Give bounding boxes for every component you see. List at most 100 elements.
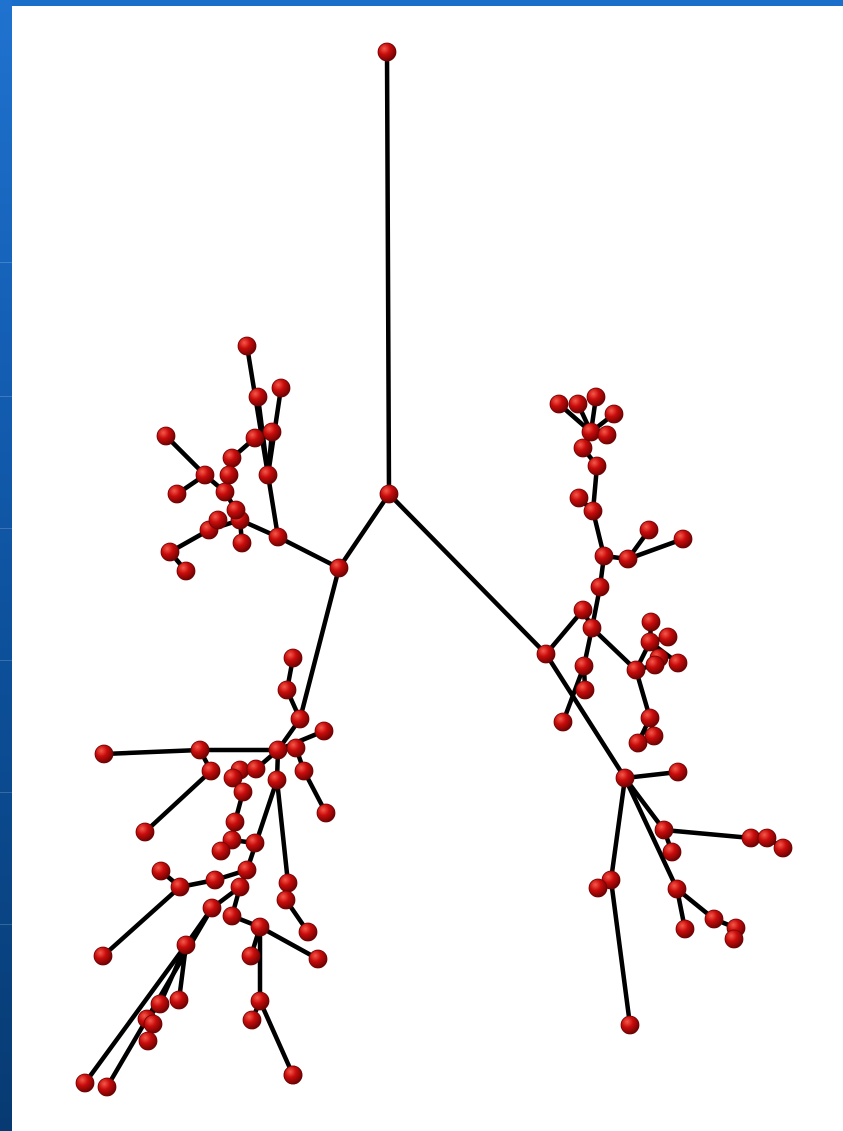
- tree-node: [269, 528, 287, 546]
- tree-node: [227, 501, 245, 519]
- tree-node: [259, 466, 277, 484]
- tree-node: [246, 429, 264, 447]
- tree-node: [299, 923, 317, 941]
- tree-node: [627, 661, 645, 679]
- tree-node: [136, 823, 154, 841]
- tree-node: [152, 862, 170, 880]
- tree-node: [233, 534, 251, 552]
- tree-node: [574, 601, 592, 619]
- tree-edge: [104, 750, 200, 754]
- tree-edge: [103, 887, 180, 956]
- tree-node: [284, 649, 302, 667]
- tree-node: [177, 936, 195, 954]
- tree-node: [223, 907, 241, 925]
- tree-node: [161, 543, 179, 561]
- tree-node: [203, 899, 221, 917]
- tree-node: [330, 559, 348, 577]
- tree-edge: [85, 945, 186, 1083]
- tree-edge: [339, 494, 389, 568]
- tree-edge: [611, 880, 630, 1025]
- tree-node: [238, 861, 256, 879]
- tree-node: [144, 1015, 162, 1033]
- tree-edge: [260, 1001, 293, 1075]
- tree-node: [537, 645, 555, 663]
- tree-node: [168, 485, 186, 503]
- tree-node: [588, 457, 606, 475]
- tree-node: [742, 829, 760, 847]
- tree-node: [550, 395, 568, 413]
- tree-node: [279, 874, 297, 892]
- tree-node: [676, 920, 694, 938]
- border-tick: [0, 528, 12, 529]
- tree-node: [287, 739, 305, 757]
- tree-node: [575, 657, 593, 675]
- tree-node: [574, 439, 592, 457]
- tree-node: [674, 530, 692, 548]
- tree-node: [655, 821, 673, 839]
- tree-node: [238, 337, 256, 355]
- tree-node: [645, 727, 663, 745]
- tree-node: [576, 681, 594, 699]
- border-tick: [0, 924, 12, 925]
- tree-node: [589, 879, 607, 897]
- tree-node: [268, 771, 286, 789]
- tree-node: [216, 483, 234, 501]
- tree-node: [619, 550, 637, 568]
- tree-node: [774, 839, 792, 857]
- tree-node: [605, 405, 623, 423]
- tree-node: [587, 388, 605, 406]
- tree-node: [642, 613, 660, 631]
- tree-node: [177, 562, 195, 580]
- tree-node: [669, 654, 687, 672]
- tree-edge: [389, 494, 546, 654]
- tree-node: [554, 713, 572, 731]
- tree-node: [641, 633, 659, 651]
- tree-node: [269, 741, 287, 759]
- border-tick: [0, 792, 12, 793]
- tree-node: [242, 947, 260, 965]
- tree-node: [616, 769, 634, 787]
- tree-node: [315, 722, 333, 740]
- border-tick: [0, 660, 12, 661]
- tree-node: [209, 511, 227, 529]
- tree-node: [212, 842, 230, 860]
- tree-node: [251, 992, 269, 1010]
- tree-node: [94, 947, 112, 965]
- tree-node: [278, 681, 296, 699]
- tree-node: [226, 813, 244, 831]
- slide-left-border: [0, 0, 12, 1131]
- tree-node: [98, 1078, 116, 1096]
- tree-node: [582, 423, 600, 441]
- tree-node: [206, 871, 224, 889]
- tree-edge: [611, 778, 625, 880]
- tree-node: [583, 619, 601, 637]
- tree-node: [705, 910, 723, 928]
- tree-node: [659, 628, 677, 646]
- tree-node: [646, 656, 664, 674]
- tree-node: [668, 880, 686, 898]
- tree-node: [380, 485, 398, 503]
- tree-node: [170, 991, 188, 1009]
- tree-node: [641, 709, 659, 727]
- tree-node: [317, 804, 335, 822]
- branching-tree-diagram: [12, 6, 843, 1131]
- tree-node: [569, 395, 587, 413]
- tree-node: [629, 734, 647, 752]
- tree-node: [591, 578, 609, 596]
- tree-node: [595, 547, 613, 565]
- tree-node: [284, 1066, 302, 1084]
- tree-node: [584, 502, 602, 520]
- tree-node: [277, 891, 295, 909]
- border-tick: [0, 262, 12, 263]
- tree-node: [196, 466, 214, 484]
- tree-node: [309, 950, 327, 968]
- tree-edge: [300, 568, 339, 719]
- tree-node: [247, 760, 265, 778]
- tree-node: [191, 741, 209, 759]
- tree-node: [295, 762, 313, 780]
- tree-node: [251, 918, 269, 936]
- tree-node: [663, 843, 681, 861]
- tree-node: [220, 466, 238, 484]
- tree-node: [95, 745, 113, 763]
